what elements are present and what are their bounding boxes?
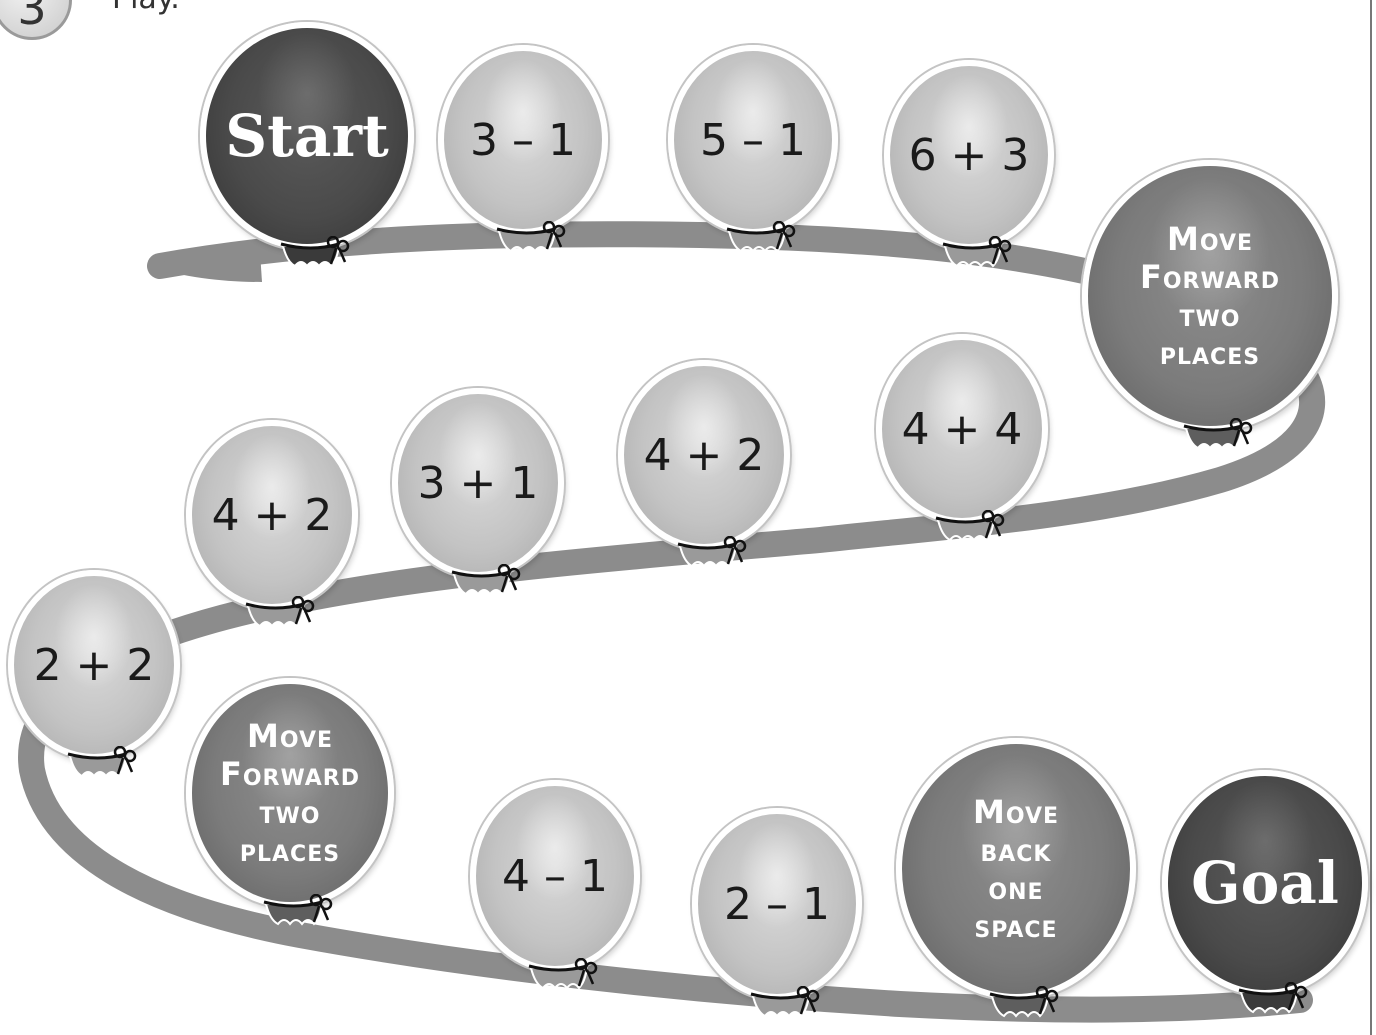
- space-label: 3 + 1: [418, 458, 539, 509]
- balloon-knot-icon: [489, 221, 569, 261]
- balloon-knot-icon: [743, 986, 823, 1026]
- space-label: Goal: [1191, 849, 1339, 917]
- board-space-7[interactable]: 4 + 2: [186, 420, 358, 634]
- space-label: 4 + 2: [212, 490, 333, 541]
- balloon-icon: 4 + 2: [186, 420, 358, 610]
- space-label: Start: [225, 102, 389, 170]
- space-label: 4 + 2: [644, 430, 765, 481]
- balloon-knot-icon: [1231, 982, 1311, 1022]
- space-label: 3 – 1: [470, 115, 576, 166]
- balloon-icon: Goal: [1162, 770, 1368, 996]
- balloon-icon: Move Forward two places: [186, 678, 394, 908]
- board-space-1[interactable]: Start: [200, 22, 414, 274]
- space-label: 4 + 4: [902, 404, 1023, 455]
- balloon-icon: 2 – 1: [692, 808, 862, 1000]
- balloon-icon: 3 + 1: [392, 388, 564, 578]
- board-space-2[interactable]: 3 – 1: [438, 45, 608, 259]
- instruction-text: Play.: [112, 0, 180, 14]
- board-space-5[interactable]: Move Forward two places: [1082, 160, 1338, 456]
- space-label: Move back one space: [973, 793, 1059, 945]
- board-space-11[interactable]: Move Forward two places: [186, 678, 394, 932]
- balloon-knot-icon: [444, 564, 524, 604]
- board-space-8[interactable]: 3 + 1: [392, 388, 564, 602]
- balloon-knot-icon: [935, 236, 1015, 276]
- balloon-icon: 6 + 3: [884, 60, 1054, 250]
- balloon-icon: 5 – 1: [668, 45, 838, 235]
- board-space-14[interactable]: Move back one space: [896, 738, 1136, 1024]
- balloon-knot-icon: [256, 894, 336, 934]
- page-edge-line: [1370, 0, 1372, 1035]
- step-number: 3: [17, 0, 46, 31]
- balloon-icon: 4 – 1: [470, 780, 640, 972]
- balloon-knot-icon: [238, 596, 318, 636]
- board-space-10[interactable]: 2 + 2: [8, 570, 180, 784]
- balloon-icon: Move Forward two places: [1082, 160, 1338, 432]
- balloon-knot-icon: [928, 510, 1008, 550]
- balloon-knot-icon: [521, 958, 601, 998]
- balloon-knot-icon: [1176, 418, 1256, 458]
- space-label: 6 + 3: [909, 130, 1030, 181]
- balloon-knot-icon: [982, 986, 1062, 1026]
- space-label: 5 – 1: [700, 115, 806, 166]
- space-label: Move Forward two places: [220, 717, 360, 869]
- board-space-12[interactable]: 4 – 1: [470, 780, 640, 996]
- balloon-knot-icon: [719, 221, 799, 261]
- balloon-icon: 4 + 2: [618, 360, 790, 550]
- balloon-icon: Start: [200, 22, 414, 250]
- balloon-knot-icon: [273, 236, 353, 276]
- board-space-15[interactable]: Goal: [1162, 770, 1368, 1020]
- balloon-icon: 3 – 1: [438, 45, 608, 235]
- space-label: 2 – 1: [724, 879, 830, 930]
- balloon-icon: 2 + 2: [8, 570, 180, 760]
- space-label: 4 – 1: [502, 851, 608, 902]
- balloon-knot-icon: [60, 746, 140, 786]
- board-space-13[interactable]: 2 – 1: [692, 808, 862, 1024]
- space-label: 2 + 2: [34, 640, 155, 691]
- board-space-3[interactable]: 5 – 1: [668, 45, 838, 259]
- board-space-4[interactable]: 6 + 3: [884, 60, 1054, 274]
- board-space-6[interactable]: 4 + 4: [876, 334, 1048, 548]
- balloon-icon: Move back one space: [896, 738, 1136, 1000]
- space-label: Move Forward two places: [1140, 220, 1280, 372]
- balloon-knot-icon: [670, 536, 750, 576]
- balloon-icon: 4 + 4: [876, 334, 1048, 524]
- board-space-9[interactable]: 4 + 2: [618, 360, 790, 574]
